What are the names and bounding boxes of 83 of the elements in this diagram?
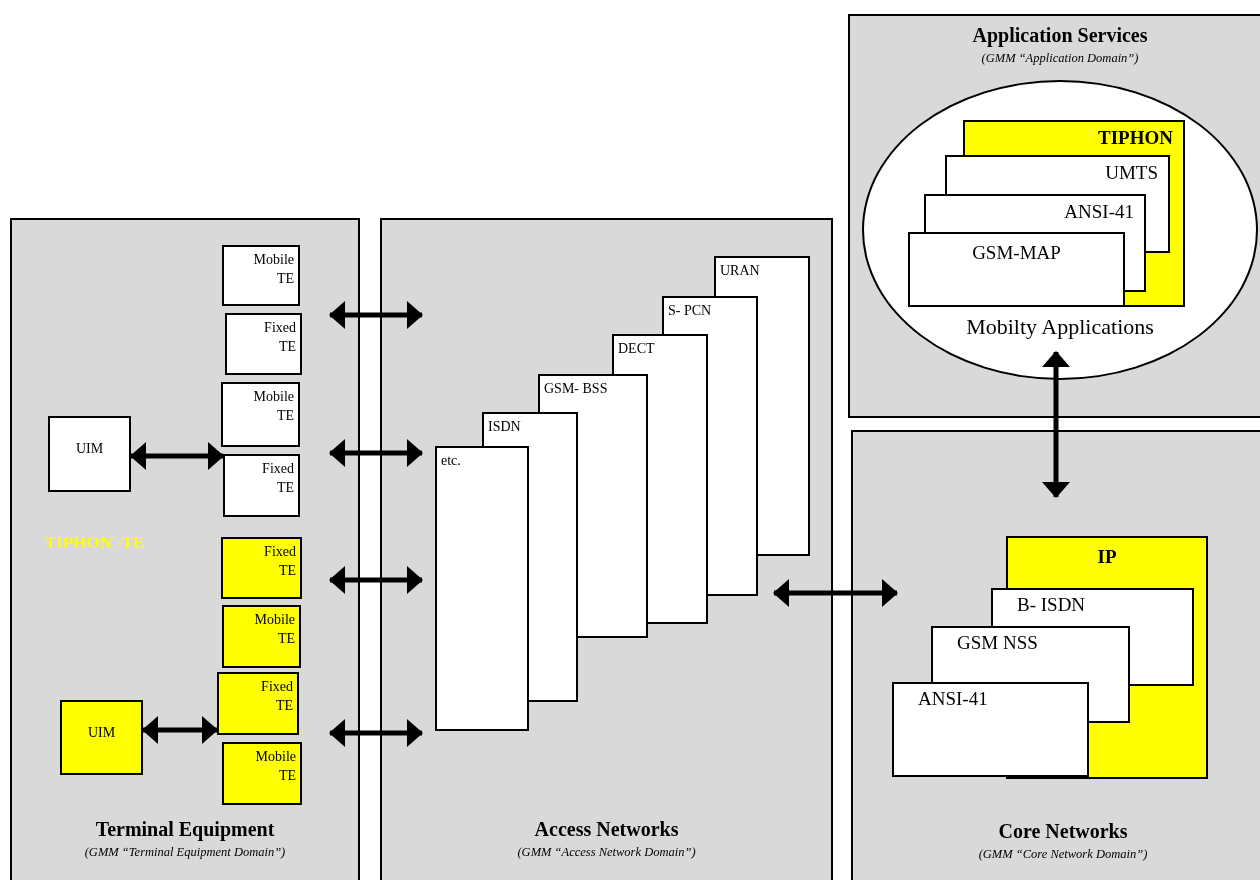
double-arrow (142, 716, 218, 744)
layer-card-side (529, 446, 578, 702)
panel-subtitle: (GMM “Terminal Equipment Domain”) (84, 844, 286, 861)
box-label: B- ISDN (1016, 593, 1086, 617)
network-layer-card (945, 155, 1170, 194)
terminal-box (225, 313, 302, 375)
panel-subtitle: (GMM “Application Domain”) (981, 50, 1139, 67)
ellipse-label: Mobilty Applications (965, 314, 1155, 340)
network-layer-card (538, 374, 648, 412)
double-arrow (130, 442, 224, 470)
network-layer-card (612, 334, 708, 374)
domain-panel (851, 430, 1260, 880)
double-arrow (773, 579, 898, 607)
box-label: Mobile TE (254, 611, 296, 648)
panel-subtitle: (GMM “Access Network Domain”) (517, 844, 696, 861)
box-label: Mobile TE (255, 748, 297, 785)
terminal-box (60, 700, 143, 775)
terminal-box (217, 672, 299, 735)
terminal-box (221, 537, 302, 599)
layer-card-side (1130, 626, 1194, 686)
network-layer-card (662, 296, 758, 334)
box-label: Fixed TE (264, 543, 297, 580)
layer-card-side (1146, 253, 1185, 292)
double-arrow (329, 566, 423, 594)
box-label: etc. (440, 452, 461, 470)
box-label: GSM-MAP (972, 241, 1061, 265)
box-label: S- PCN (667, 302, 712, 320)
layer-card-side (1089, 682, 1130, 723)
panel-title: Access Networks (534, 817, 679, 842)
layer-card-side (758, 296, 810, 556)
network-layer-card (908, 232, 1125, 307)
network-layer-card (892, 682, 1089, 777)
box-label: URAN (719, 262, 760, 280)
box-label: DECT (617, 340, 655, 358)
panel-title: Core Networks (998, 819, 1128, 844)
box-label: Fixed TE (262, 460, 295, 497)
box-label: TIPHON (1098, 126, 1174, 150)
layer-card-side (1130, 686, 1208, 723)
terminal-box (222, 605, 301, 668)
layer-card-side (1125, 292, 1185, 307)
network-layer-card (714, 256, 810, 296)
panel-title: Terminal Equipment (95, 817, 275, 842)
layer-card-side (708, 334, 758, 596)
double-arrow (329, 719, 423, 747)
box-label: Fixed TE (261, 678, 294, 715)
layer-card-side (1089, 723, 1208, 777)
network-layer-card (1006, 536, 1208, 588)
box-label: IP (1097, 545, 1117, 569)
domain-panel (380, 218, 833, 880)
layer-card-side (1146, 194, 1170, 253)
box-label: ISDN (487, 418, 521, 436)
group-label: TIPHON -TE (45, 533, 145, 553)
box-label: Fixed TE (264, 319, 297, 356)
terminal-box (48, 416, 131, 492)
terminal-box (223, 454, 300, 517)
box-label: GSM NSS (956, 631, 1038, 655)
panel-subtitle: (GMM “Core Network Domain”) (978, 846, 1148, 863)
terminal-box (222, 742, 302, 805)
box-label: GSM- BSS (543, 380, 608, 398)
network-layer-card (931, 626, 1130, 682)
network-layer-card (435, 446, 529, 731)
box-label: ANSI-41 (917, 687, 988, 711)
network-layer-card (482, 412, 578, 446)
box-label: Mobile TE (253, 388, 295, 425)
network-layer-card (924, 194, 1146, 232)
box-label: ANSI-41 (1064, 200, 1135, 224)
network-layer-card (991, 588, 1194, 626)
double-arrow (1042, 351, 1070, 498)
panel-title: Application Services (972, 23, 1148, 48)
double-arrow (329, 439, 423, 467)
layer-card-side (578, 412, 648, 638)
network-layer-card (963, 120, 1185, 155)
box-label: UIM (87, 724, 116, 742)
double-arrow (329, 301, 423, 329)
domain-panel (848, 14, 1260, 418)
domain-panel (10, 218, 360, 880)
box-label: UIM (75, 440, 104, 458)
layer-card-side (1125, 232, 1146, 292)
box-label: Mobile TE (253, 251, 295, 288)
layer-card-side (648, 374, 708, 624)
terminal-box (222, 245, 300, 306)
terminal-box (221, 382, 300, 447)
box-label: UMTS (1105, 161, 1159, 185)
